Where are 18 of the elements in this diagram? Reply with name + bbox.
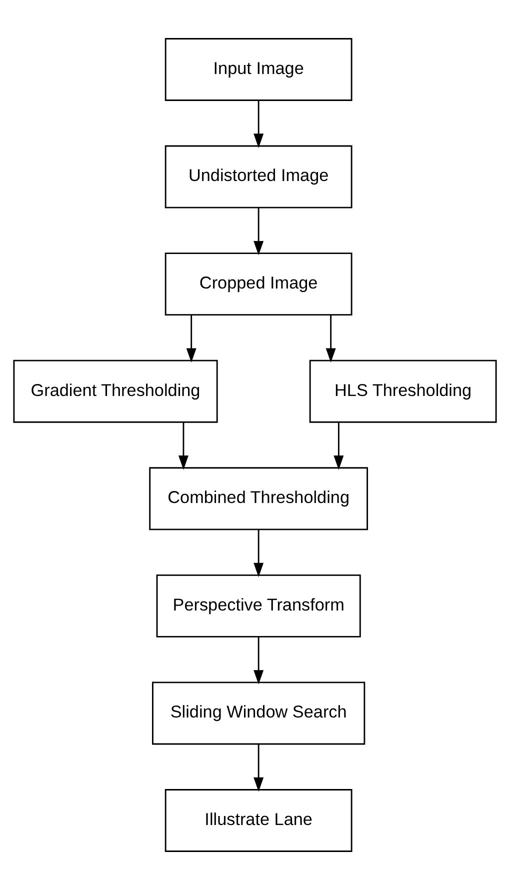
node-box: Illustrate Lane	[164, 789, 352, 852]
node-box: Cropped Image	[164, 252, 352, 316]
node-box: Sliding Window Search	[152, 682, 366, 745]
arrow	[326, 315, 336, 363]
node-box: Gradient Thresholding	[13, 360, 218, 423]
node-box: Combined Thresholding	[149, 467, 368, 530]
arrow	[254, 636, 264, 684]
arrow	[254, 208, 264, 256]
node-box: Perspective Transform	[156, 574, 361, 638]
arrow	[334, 422, 344, 470]
arrow	[186, 315, 196, 363]
arrow	[254, 744, 264, 792]
arrow	[254, 530, 264, 578]
arrow	[178, 422, 188, 470]
node-box: Undistorted Image	[164, 145, 352, 208]
node-box: HLS Thresholding	[309, 360, 497, 423]
arrow	[254, 100, 264, 148]
node-box: Input Image	[164, 38, 352, 101]
